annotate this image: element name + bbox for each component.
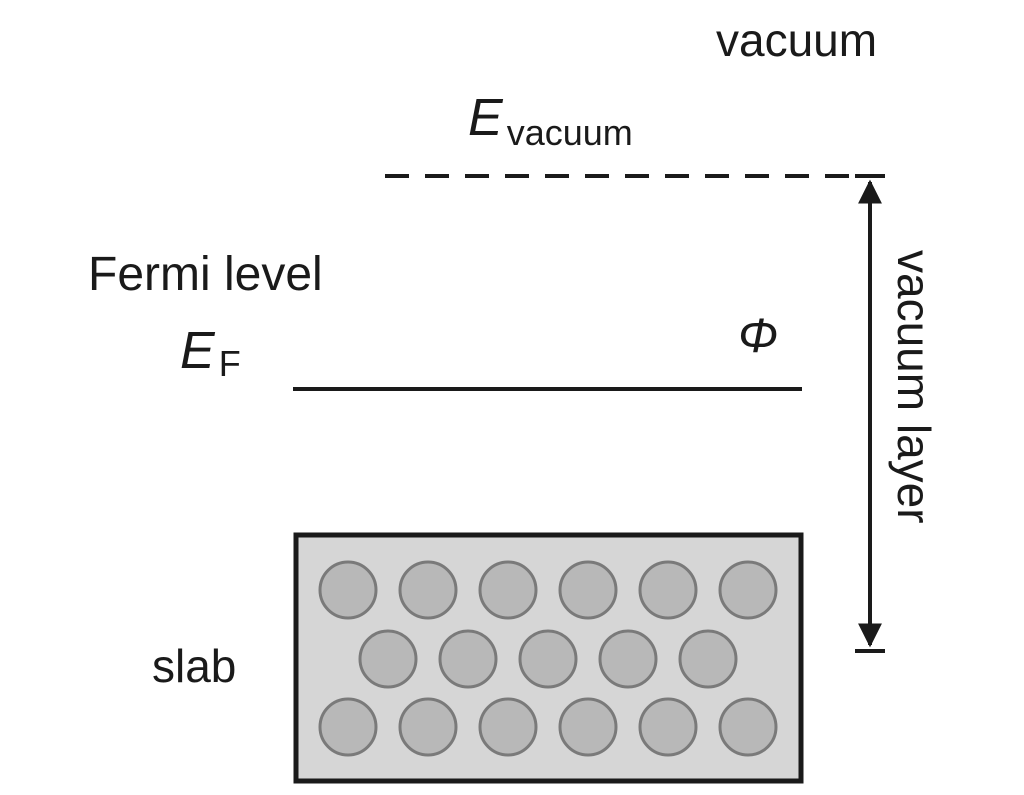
- slab-atom: [318, 697, 378, 757]
- slab-atom: [598, 629, 658, 689]
- slab-atom: [438, 629, 498, 689]
- e-vacuum-subscript: vacuum: [507, 112, 633, 153]
- e-fermi-subscript: F: [219, 343, 241, 384]
- slab-atom: [478, 560, 538, 620]
- slab-atom: [718, 560, 778, 620]
- slab-atom: [478, 697, 538, 757]
- slab-atom: [358, 629, 418, 689]
- slab-atom: [398, 560, 458, 620]
- vacuum-label: vacuum: [716, 14, 877, 66]
- slab-atom: [558, 560, 618, 620]
- slab-atom: [398, 697, 458, 757]
- slab-label: slab: [152, 640, 236, 692]
- e-fermi-symbol: E: [180, 322, 216, 380]
- slab-atom: [518, 629, 578, 689]
- fermi-level-label: Fermi level: [88, 248, 323, 301]
- slab-atom: [638, 697, 698, 757]
- slab-atom: [558, 697, 618, 757]
- slab-atom: [718, 697, 778, 757]
- vacuum-layer-label: vacuum layer: [888, 250, 940, 524]
- slab-atom: [318, 560, 378, 620]
- e-vacuum-symbol: E: [468, 89, 504, 147]
- work-function-symbol: Φ: [738, 310, 778, 363]
- slab-atom: [638, 560, 698, 620]
- slab-atoms: [318, 560, 778, 757]
- slab-atom: [678, 629, 738, 689]
